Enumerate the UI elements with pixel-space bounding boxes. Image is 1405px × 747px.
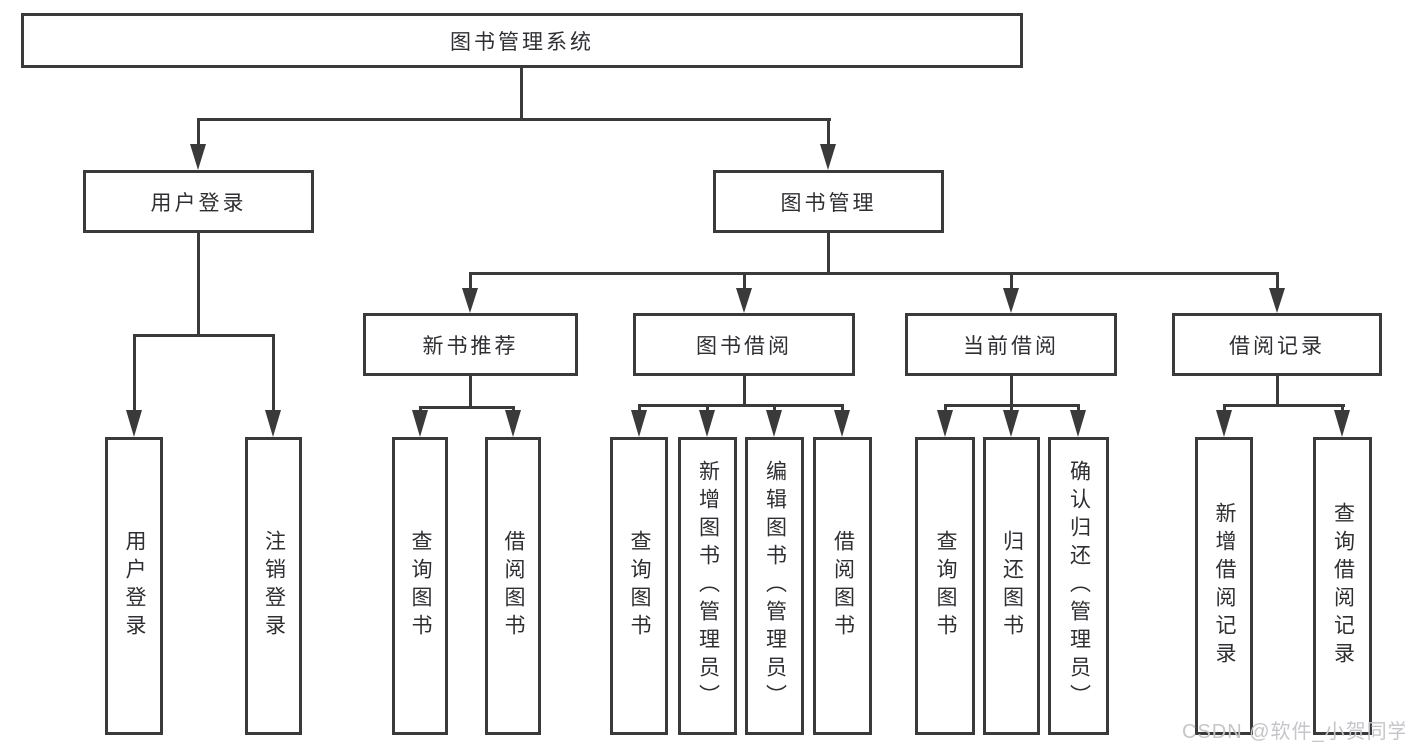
node-book-borrow: 图书借阅 (633, 313, 855, 376)
arrowhead-down-icon (631, 410, 647, 437)
arrowhead-down-icon (412, 410, 428, 437)
connector-book-borrow-rail (638, 404, 844, 407)
arrowhead-down-icon (1003, 288, 1019, 313)
arrowhead-down-icon (736, 288, 752, 313)
connector-user-login-rail (133, 334, 275, 337)
arrowhead-down-icon (265, 410, 281, 437)
connector-to-leaf-user-login (133, 334, 136, 412)
leaf-add-borrow-record: 新增借阅记录 (1195, 437, 1253, 735)
node-book-management: 图书管理 (713, 170, 944, 233)
connector-leaf (1223, 404, 1226, 414)
connector-borrow-records-rail (1223, 404, 1345, 407)
connector-new-book-rail (419, 406, 515, 409)
connector-leaf (1341, 404, 1344, 414)
connector-to-book-borrow (743, 272, 746, 290)
connector-leaf (773, 404, 776, 414)
connector-to-user-login (197, 118, 200, 146)
leaf-add-books-admin: 新增图书（管理员） (678, 437, 737, 735)
arrowhead-down-icon (1216, 410, 1232, 437)
arrowhead-down-icon (834, 410, 850, 437)
connector-leaf (841, 404, 844, 414)
connector-leaf (638, 404, 641, 414)
connector-book-management-drop (827, 233, 830, 274)
connector-level3-rail (469, 272, 1279, 275)
arrowhead-down-icon (937, 410, 953, 437)
node-current-borrow: 当前借阅 (905, 313, 1117, 376)
arrowhead-down-icon (126, 410, 142, 437)
arrowhead-down-icon (1070, 410, 1086, 437)
leaf-query-borrow-record: 查询借阅记录 (1313, 437, 1372, 735)
connector-new-book-drop (469, 376, 472, 408)
arrowhead-down-icon (766, 410, 782, 437)
connector-level2-rail (197, 118, 831, 121)
connector-borrow-records-drop (1276, 376, 1279, 406)
leaf-user-login: 用户登录 (105, 437, 163, 735)
connector-leaf (706, 404, 709, 414)
leaf-return-books: 归还图书 (983, 437, 1040, 735)
leaf-query-books: 查询图书 (610, 437, 668, 735)
arrowhead-down-icon (462, 288, 478, 313)
connector-to-leaf-logout (272, 334, 275, 412)
leaf-query-books: 查询图书 (392, 437, 448, 735)
connector-user-login-drop (197, 233, 200, 337)
node-new-book-recommend: 新书推荐 (363, 313, 578, 376)
csdn-watermark: CSDN @软件_小贺同学 (1182, 721, 1405, 743)
leaf-edit-books-admin: 编辑图书（管理员） (745, 437, 804, 735)
connector-to-borrow-records (1276, 272, 1279, 290)
connector-leaf (944, 404, 947, 414)
arrowhead-down-icon (699, 410, 715, 437)
leaf-confirm-return-admin: 确认归还（管理员） (1048, 437, 1109, 735)
node-user-login: 用户登录 (83, 170, 314, 233)
leaf-borrow-books: 借阅图书 (813, 437, 872, 735)
arrowhead-down-icon (1003, 410, 1019, 437)
arrowhead-down-icon (1334, 410, 1350, 437)
arrowhead-down-icon (190, 144, 206, 170)
connector-to-current-borrow (1010, 272, 1013, 290)
connector-leaf (1077, 404, 1080, 414)
connector-book-borrow-drop (743, 376, 746, 406)
arrowhead-down-icon (1269, 288, 1285, 313)
arrowhead-down-icon (820, 144, 836, 170)
leaf-query-books: 查询图书 (915, 437, 975, 735)
connector-leaf (1010, 404, 1013, 414)
connector-to-book-management (827, 118, 830, 146)
connector-to-new-book (469, 272, 472, 290)
arrowhead-down-icon (505, 410, 521, 437)
connector-current-borrow-drop (1010, 376, 1013, 406)
leaf-logout: 注销登录 (245, 437, 302, 735)
node-library-management-system: 图书管理系统 (21, 13, 1023, 68)
node-borrow-records: 借阅记录 (1172, 313, 1382, 376)
connector-root-drop (520, 68, 523, 121)
leaf-borrow-books: 借阅图书 (485, 437, 541, 735)
